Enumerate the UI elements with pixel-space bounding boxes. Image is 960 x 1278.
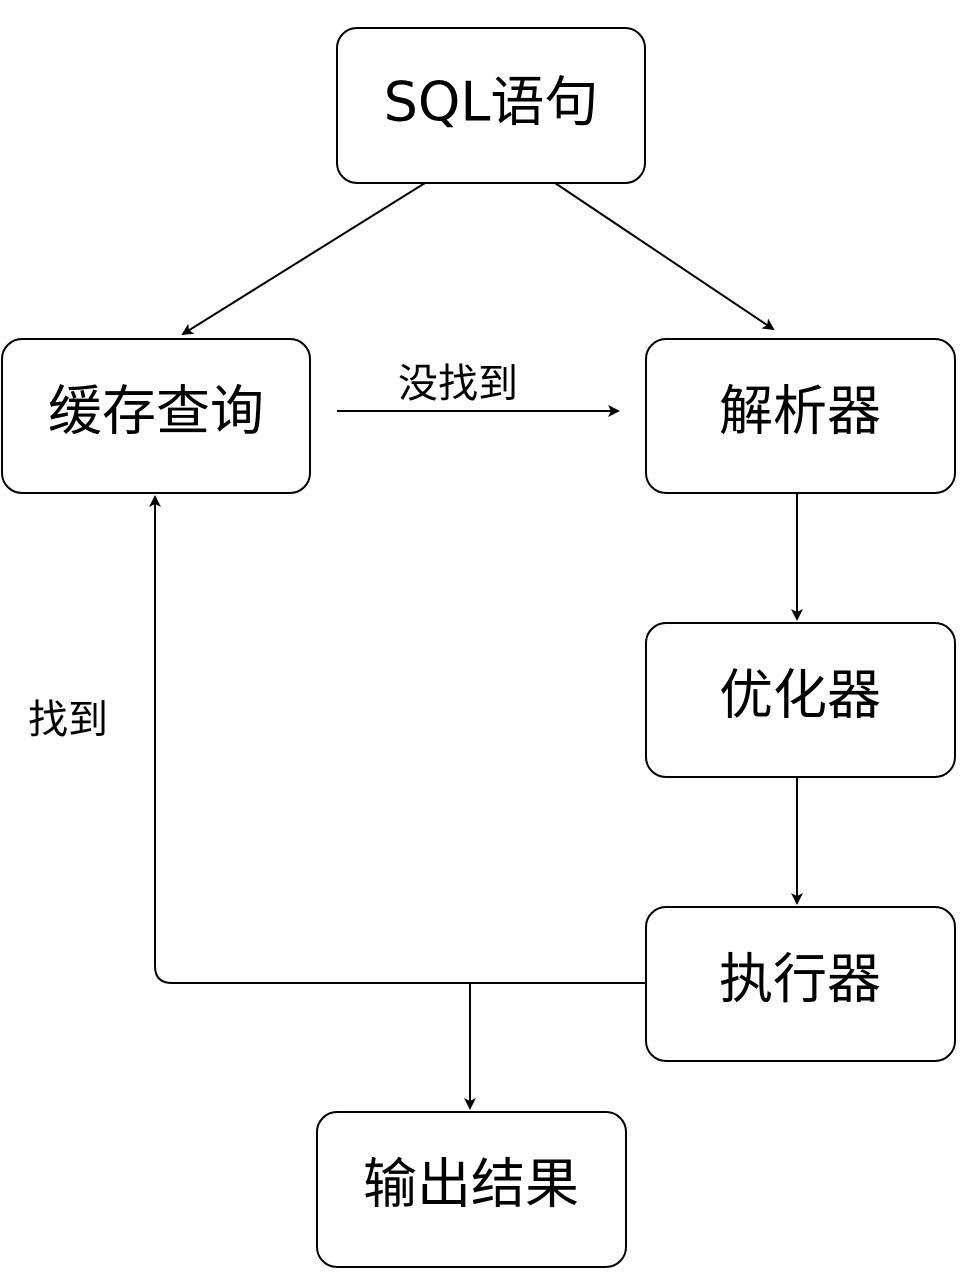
node-sql-statement: SQL语句 (336, 27, 646, 184)
node-executor: 执行器 (645, 906, 956, 1062)
node-parser: 解析器 (645, 338, 956, 494)
node-output-result: 输出结果 (316, 1111, 627, 1268)
node-executor-label: 执行器 (719, 948, 881, 1011)
node-parser-label: 解析器 (719, 380, 881, 443)
edge-sql-to-parser (554, 182, 775, 331)
node-cache-query-label: 缓存查询 (48, 380, 264, 443)
edge-executor-to-cache (149, 495, 646, 984)
edge-label-not-found: 没找到 (398, 361, 518, 407)
edge-label-found: 找到 (28, 697, 108, 743)
node-optimizer: 优化器 (645, 622, 956, 778)
node-sql-statement-label: SQL语句 (384, 71, 599, 134)
node-optimizer-label: 优化器 (719, 664, 881, 727)
node-output-result-label: 输出结果 (363, 1153, 579, 1216)
edge-sql-to-cache (181, 182, 426, 336)
node-cache-query: 缓存查询 (1, 338, 311, 494)
